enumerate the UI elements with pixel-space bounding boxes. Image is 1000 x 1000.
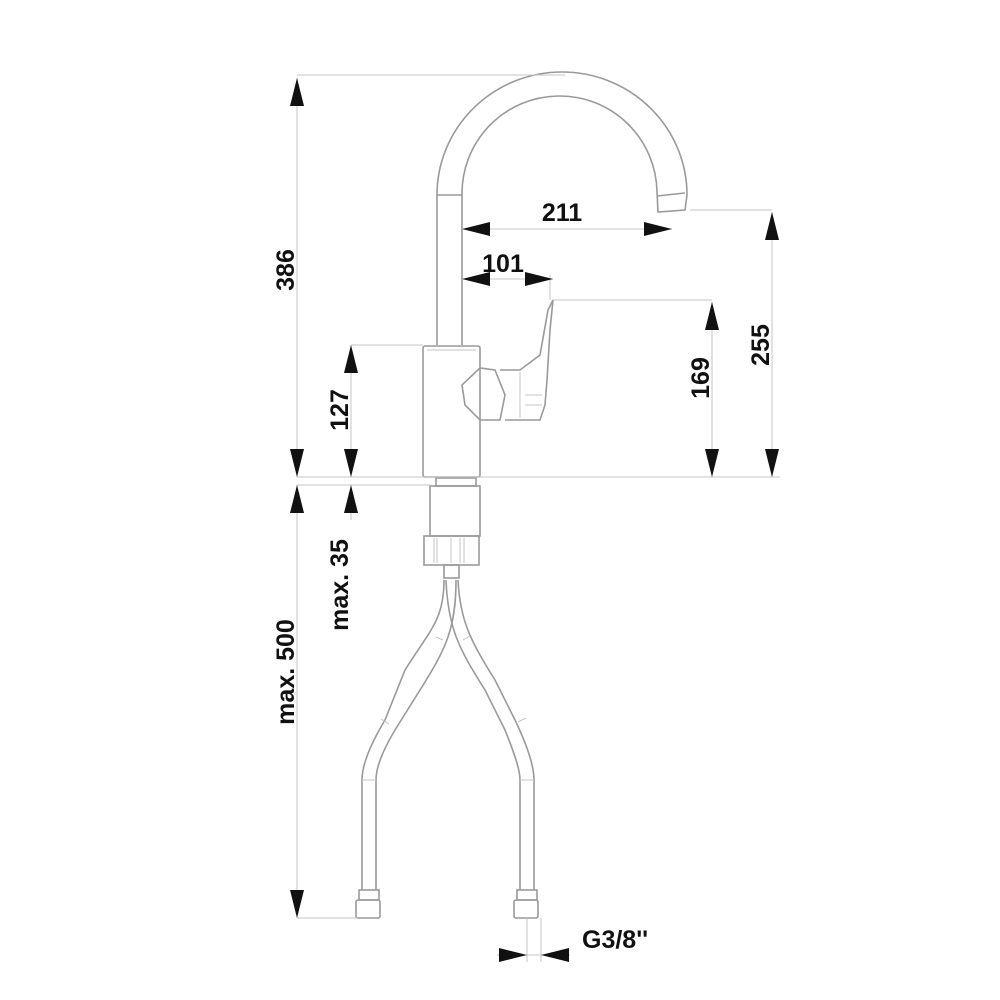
dimension-label-255: 255 [747, 324, 775, 366]
dimension-label-g3-8: G3/8'' [582, 926, 648, 954]
lever-handle [461, 299, 554, 421]
dimension-label-211: 211 [542, 199, 582, 227]
mounting-shank [423, 477, 481, 579]
dimension-body-height: 127 [326, 345, 358, 477]
dimension-handle-reach: 101 [462, 250, 553, 286]
extension-lines [297, 74, 780, 962]
dimension-spout-height: 255 [747, 212, 779, 477]
dimension-hose-length: max. 500 [272, 485, 304, 918]
dimension-label-127: 127 [326, 389, 354, 431]
dimension-label-101: 101 [482, 250, 524, 278]
dimension-handle-height: 169 [687, 302, 719, 477]
dimension-counter-thickness: max. 35 [326, 485, 358, 631]
dimension-label-max-500: max. 500 [272, 619, 300, 725]
dimension-label-max-35: max. 35 [326, 539, 354, 631]
dimension-label-386: 386 [272, 249, 300, 291]
spout [436, 71, 688, 345]
dimension-connection-thread: G3/8'' [497, 926, 648, 962]
supply-hose-right [445, 579, 539, 919]
dimension-spout-reach: 211 [462, 199, 672, 236]
dimension-label-169: 169 [687, 357, 715, 399]
dimension-total-height: 386 [272, 78, 304, 477]
supply-hose-left [355, 579, 457, 919]
